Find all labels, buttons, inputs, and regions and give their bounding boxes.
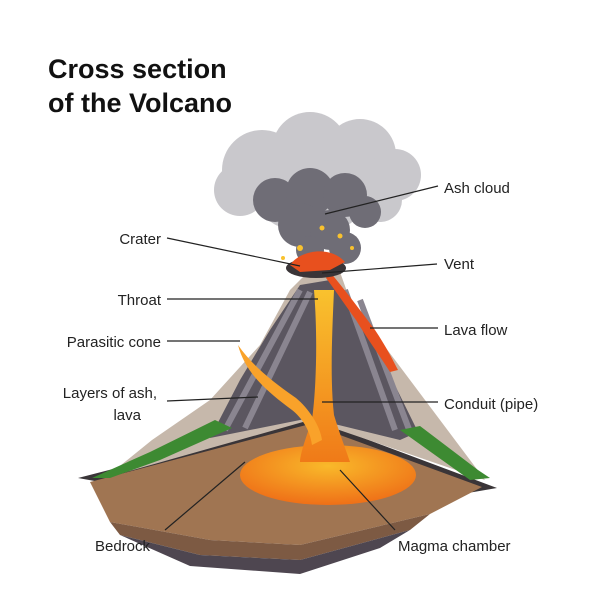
grass-left	[92, 420, 232, 478]
leader-magma-chamber	[339, 469, 396, 531]
label-bedrock: Bedrock	[95, 538, 151, 555]
cone-layers-dark	[210, 280, 418, 440]
ash-cloud-outer	[214, 112, 421, 230]
label-layers-line-2: lava	[113, 407, 141, 424]
label-lava-flow: Lava flow	[444, 322, 508, 339]
leader-layers	[166, 396, 259, 402]
diagram-title: Cross section of the Volcano	[48, 52, 232, 120]
bedrock-base	[120, 530, 410, 574]
title-line-1: Cross section	[48, 54, 227, 84]
parasitic-branch	[238, 345, 322, 445]
label-magma-chamber: Magma chamber	[398, 538, 511, 555]
title-line-2: of the Volcano	[48, 88, 233, 118]
label-vent: Vent	[444, 256, 475, 273]
label-ash-cloud: Ash cloud	[444, 180, 510, 197]
leader-bedrock	[164, 461, 246, 531]
lava-flow-shape	[326, 272, 398, 372]
grass-right	[400, 426, 490, 480]
bedrock-lower-band	[110, 514, 430, 560]
label-conduit: Conduit (pipe)	[444, 396, 538, 413]
leader-vent	[321, 263, 438, 274]
magma-chamber-shape	[240, 445, 416, 505]
label-layers-line-1: Layers of ash,	[63, 385, 157, 402]
crater	[281, 225, 354, 278]
leader-lines	[164, 185, 439, 531]
vent-lava	[290, 251, 345, 272]
label-throat: Throat	[118, 292, 162, 309]
ash-cloud	[214, 112, 421, 264]
leader-ash-cloud	[324, 185, 439, 215]
leader-crater	[166, 237, 301, 267]
label-crater: Crater	[119, 231, 161, 248]
label-parasitic-cone: Parasitic cone	[67, 334, 161, 351]
magma-system	[238, 272, 416, 505]
lava-sparks	[281, 225, 354, 260]
labels: Ash cloud Crater Vent Throat Lava flow P…	[63, 180, 538, 555]
ash-cloud-inner	[253, 168, 381, 264]
